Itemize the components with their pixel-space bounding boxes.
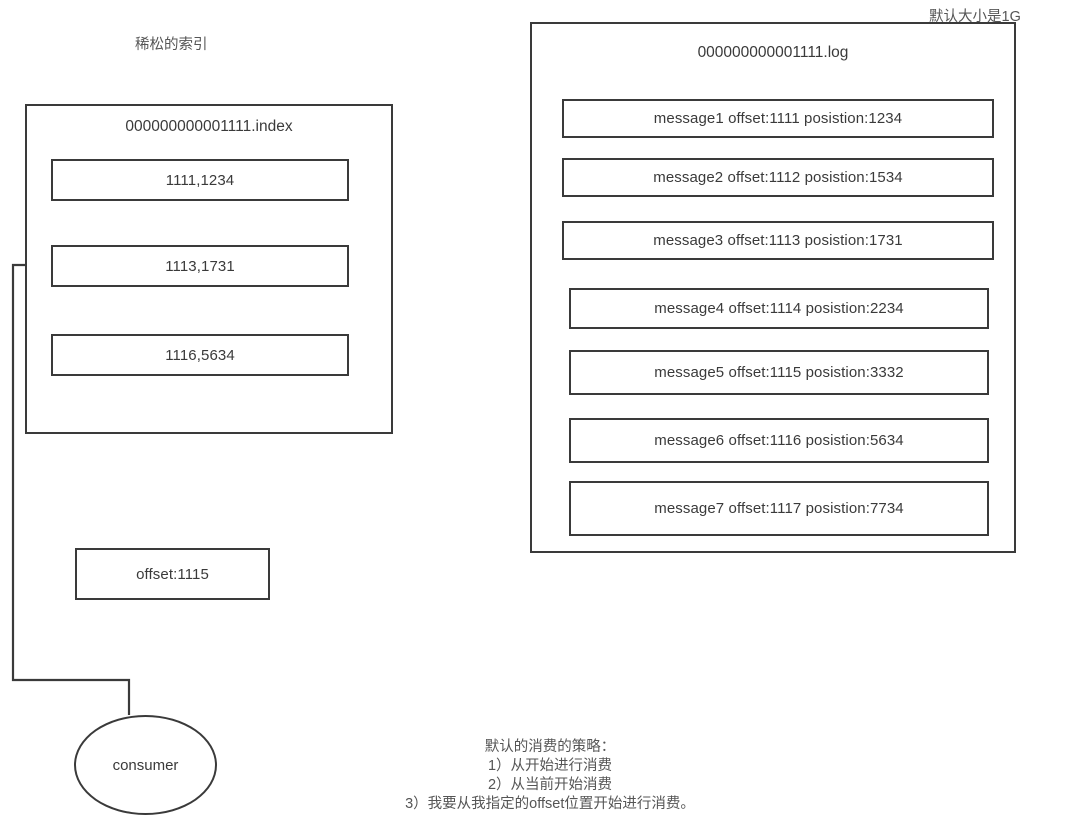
log-message-row[interactable]: message2 offset:1112 posistion:1534 xyxy=(562,158,994,197)
log-file-container: 000000000001111.log message1 offset:1111… xyxy=(530,22,1016,553)
default-size-label: 默认大小是1G xyxy=(929,9,1021,25)
index-file-name: 000000000001111.index xyxy=(125,118,293,135)
notes-heading: 默认的消费的策略： xyxy=(484,739,616,755)
log-message-row[interactable]: message5 offset:1115 posistion:3332 xyxy=(569,350,989,395)
index-entry-row[interactable]: 1111,1234 xyxy=(51,159,349,201)
index-entry-row[interactable]: 1116,5634 xyxy=(51,334,349,376)
notes-item: 3）我要从我指定的offset位置开始进行消费。 xyxy=(405,796,695,813)
log-message-row[interactable]: message7 offset:1117 posistion:7734 xyxy=(569,481,989,536)
log-message-row[interactable]: message4 offset:1114 posistion:2234 xyxy=(569,288,989,329)
index-file-container: 000000000001111.index 1111,1234 1113,173… xyxy=(25,104,393,434)
notes-item: 1）从开始进行消费 xyxy=(487,758,613,775)
log-file-name: 000000000001111.log xyxy=(697,44,849,61)
sparse-index-title: 稀松的索引 xyxy=(135,37,208,53)
log-message-row[interactable]: message3 offset:1113 posistion:1731 xyxy=(562,221,994,260)
consumption-strategy-notes: 默认的消费的策略： 1）从开始进行消费 2）从当前开始消费 3）我要从我指定的o… xyxy=(305,738,795,815)
log-message-row[interactable]: message6 offset:1116 posistion:5634 xyxy=(569,418,989,463)
consumer-offset-box[interactable]: offset:1115 xyxy=(75,548,270,600)
notes-item: 2）从当前开始消费 xyxy=(487,777,613,794)
index-entry-row[interactable]: 1113,1731 xyxy=(51,245,349,287)
log-message-row[interactable]: message1 offset:1111 posistion:1234 xyxy=(562,99,994,138)
consumer-node[interactable]: consumer xyxy=(74,715,217,815)
